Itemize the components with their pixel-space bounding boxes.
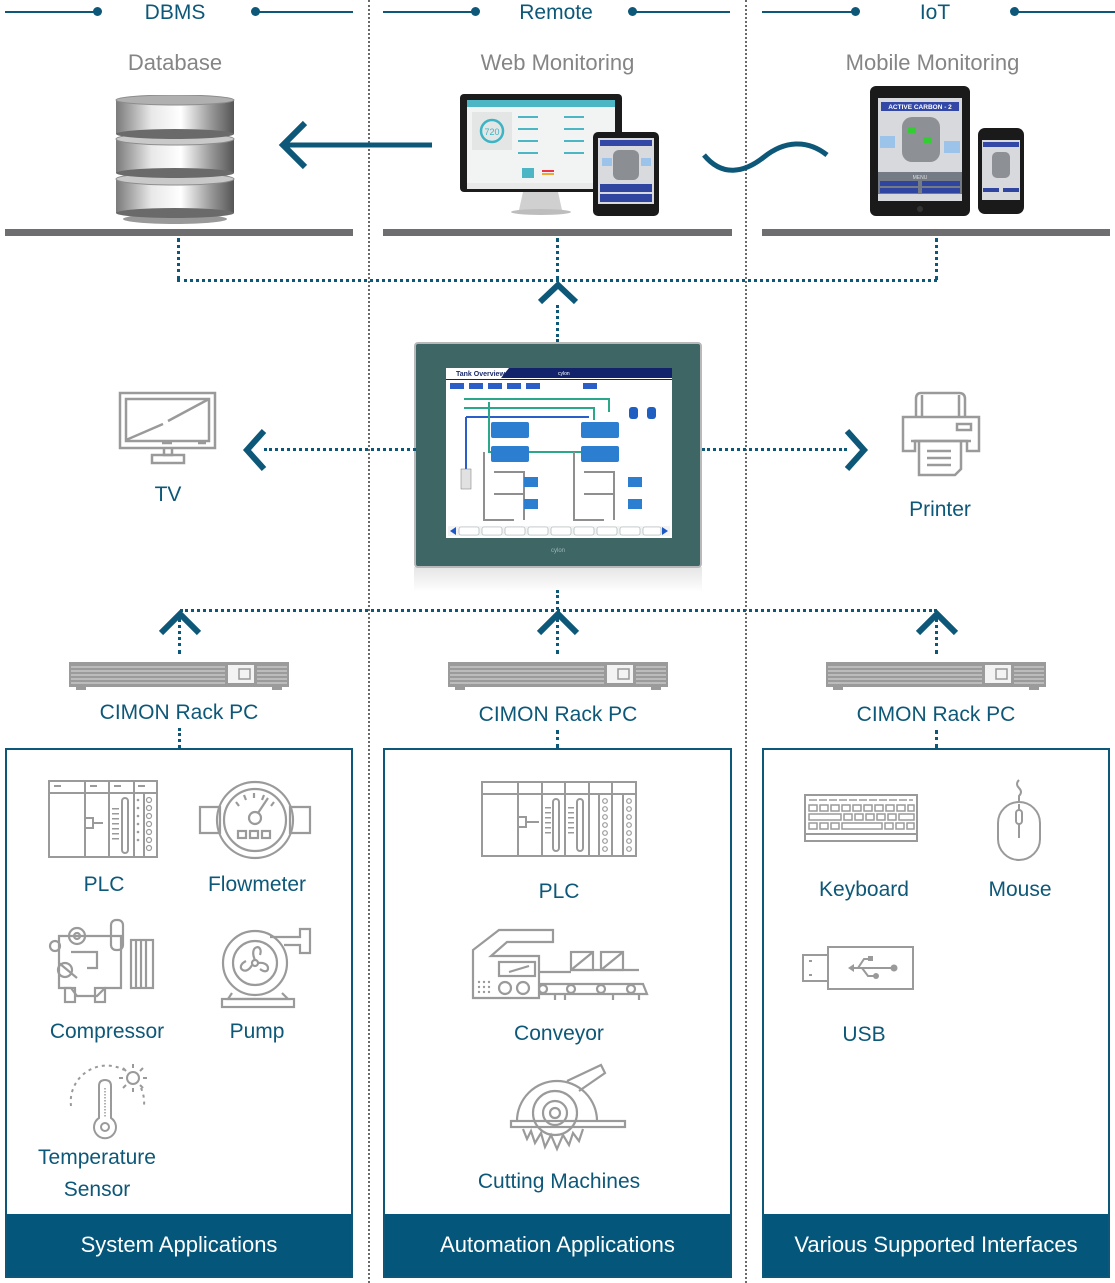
hmi-brand-topbar: cylon: [558, 371, 570, 377]
section-header-title: IoT: [919, 1, 951, 24]
header-line: [255, 11, 353, 13]
column-separator: [368, 0, 370, 1283]
saw-icon: [509, 1063, 627, 1163]
monitor-tablet-icon: 720: [458, 92, 663, 222]
section-header-title: Remote: [519, 1, 593, 24]
connector-line: [556, 590, 559, 610]
database-icon: [110, 95, 240, 225]
arrow-up-icon: [537, 281, 579, 305]
connector-line: [935, 238, 938, 280]
web-monitoring-title: Web Monitoring: [480, 50, 635, 75]
shelf-bar: [5, 229, 353, 236]
item-label: Flowmeter: [207, 873, 307, 896]
panel-footer: Various Supported Interfaces: [764, 1214, 1108, 1276]
section-header-remote: Remote: [378, 0, 738, 30]
rack-pc-label: CIMON Rack PC: [99, 701, 259, 724]
rack-pc-label: CIMON Rack PC: [478, 703, 638, 726]
connector-line: [556, 730, 559, 748]
connector-line: [556, 618, 559, 654]
connector-line: [178, 618, 181, 654]
arrow-up-icon: [536, 610, 580, 636]
panel-system-applications: PLC Flowmeter: [5, 748, 353, 1278]
item-label: Temperature: [38, 1146, 156, 1169]
tv-icon: [118, 391, 218, 467]
hmi-brand-logo: cylon: [551, 548, 565, 554]
arrow-right-icon: [843, 428, 869, 472]
item-label: USB: [842, 1023, 886, 1046]
usb-icon: [802, 945, 916, 991]
mobile-banner: ACTIVE CARBON - 2: [888, 104, 952, 111]
header-dot: [471, 7, 480, 16]
connector-line: [177, 279, 937, 282]
shelf-bar: [383, 229, 732, 236]
arrow-left-icon: [242, 428, 268, 472]
item-label: Keyboard: [819, 878, 909, 901]
flowmeter-icon: [198, 780, 312, 860]
item-label: PLC: [538, 880, 580, 903]
compressor-icon: [47, 918, 163, 1006]
keyboard-icon: [804, 794, 918, 844]
connector-line: [264, 448, 416, 451]
tablet-phone-icon: ACTIVE CARBON - 2 MENU: [868, 84, 1033, 219]
rack-pc-icon: [447, 661, 669, 691]
panel-footer: Automation Applications: [385, 1214, 730, 1276]
arrow-up-icon: [158, 610, 202, 636]
connector-line: [935, 730, 938, 748]
header-line: [762, 11, 856, 13]
item-label: Cutting Machines: [477, 1170, 641, 1193]
item-label: Conveyor: [514, 1022, 604, 1045]
rack-pc-label: CIMON Rack PC: [856, 703, 1016, 726]
hmi-screen-title: Tank Overview: [456, 371, 505, 378]
panel-footer: System Applications: [7, 1214, 351, 1276]
connector-line: [935, 618, 938, 654]
rack-pc-icon: [825, 661, 1047, 691]
connector-line: [177, 238, 180, 280]
mouse-icon: [995, 778, 1045, 862]
section-header-title: DBMS: [144, 1, 206, 24]
conveyor-icon: [471, 928, 649, 1000]
item-label: PLC: [83, 873, 125, 896]
wireless-wave-icon: [702, 137, 830, 177]
arrow-up-icon: [915, 610, 959, 636]
plc-icon: [481, 781, 639, 859]
hmi-panel[interactable]: Tank Overview cylon cylon: [414, 342, 704, 592]
rack-pc-icon: [68, 661, 290, 691]
header-line: [632, 11, 730, 13]
printer-label: Printer: [909, 498, 971, 521]
item-label: Sensor: [63, 1178, 131, 1201]
tv-label: TV: [154, 483, 182, 506]
pump-icon: [220, 925, 314, 1009]
connector-line: [556, 305, 559, 342]
mobile-menu: MENU: [913, 175, 928, 181]
connector-line: [178, 728, 181, 748]
item-label: Pump: [229, 1020, 285, 1043]
printer-icon: [899, 391, 983, 481]
connector-line: [556, 238, 559, 280]
header-line: [383, 11, 476, 13]
header-line: [5, 11, 98, 13]
section-header-dbms: DBMS: [0, 0, 360, 30]
header-dot: [93, 7, 102, 16]
connector-line: [702, 448, 847, 451]
item-label: Mouse: [988, 878, 1052, 901]
panel-automation-applications: PLC Conveyor: [383, 748, 732, 1278]
column-separator: [745, 0, 747, 1283]
shelf-bar: [762, 229, 1110, 236]
temperature-sensor-icon: [62, 1058, 152, 1148]
arrow-left-icon: [275, 120, 435, 170]
item-label: Compressor: [49, 1020, 165, 1043]
database-title: Database: [127, 50, 223, 75]
plc-icon: [48, 780, 160, 860]
header-line: [1014, 11, 1115, 13]
section-header-iot: IoT: [756, 0, 1115, 30]
panel-various-supported-interfaces: Keyboard Mouse: [762, 748, 1110, 1278]
mobile-monitoring-title: Mobile Monitoring: [845, 50, 1020, 75]
gauge-value: 720: [484, 127, 499, 137]
header-dot: [851, 7, 860, 16]
